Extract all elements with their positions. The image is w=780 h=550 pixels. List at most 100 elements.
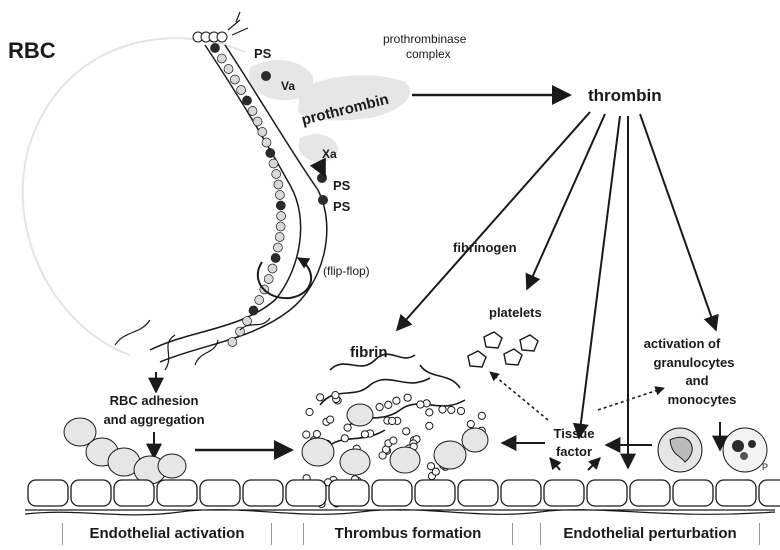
platelet-bead [385,401,392,408]
va-label: Va [281,79,295,93]
endothelial-cell [673,480,713,506]
platelet-bead [457,407,464,414]
platelet-bead [389,417,396,424]
platelet-bead [313,431,320,438]
endothelial-cell [587,480,627,506]
membrane-bead [264,275,273,284]
membrane-bead [272,170,281,179]
prothrombinase-label-line1: prothrombinase [383,32,467,46]
membrane-bead [253,117,262,126]
membrane-bead [243,317,252,326]
platelets-group [468,332,538,367]
rbc-adhesion-line2: and aggregation [103,412,204,427]
membrane-bead [273,243,282,252]
membrane-bead [268,264,277,273]
rbc-label: RBC [8,38,56,63]
membrane-bead [248,107,257,116]
platelet-bead [426,409,433,416]
endothelial-cell [157,480,197,506]
platelet-bead [341,435,348,442]
footer-thrombus-formation: Thrombus formation [303,523,513,545]
platelet-bead [327,416,334,423]
platelet-bead [332,392,339,399]
membrane-bead [274,180,283,189]
platelet-bead [404,394,411,401]
subendothelial-matrix [25,510,775,515]
membrane-bead [271,254,280,263]
membrane-bead [249,306,258,315]
endothelial-cell [243,480,283,506]
flip-flop-label: (flip-flop) [323,264,370,278]
endothelial-cell [759,480,780,506]
tissue-factor-line2: factor [556,444,592,459]
ps-label-mid1: PS [333,178,351,193]
membrane-bead [217,54,226,63]
p-label: P [762,462,768,472]
membrane-bead [262,138,271,147]
platelet-bead [403,428,410,435]
membrane-bead [277,212,286,221]
platelet-bead [344,424,351,431]
membrane-bead [236,327,245,336]
platelet-bead [432,468,439,475]
membrane-bead [275,191,284,200]
endothelial-cell [114,480,154,506]
prothrombinase-label-line2: complex [406,47,451,61]
xa-label: Xa [322,147,337,161]
endothelial-cell [329,480,369,506]
endothelium-layer [28,480,780,506]
platelet-bead [448,406,455,413]
endothelial-cell [630,480,670,506]
activation-label-line2: granulocytes [654,355,735,370]
endothelial-cell [286,480,326,506]
membrane-bead [211,44,220,53]
platelet-bead [439,406,446,413]
membrane-bead [276,222,285,231]
footer-endothelial-activation: Endothelial activation [62,523,272,545]
endothelial-cell [716,480,756,506]
ps-label-top: PS [254,46,272,61]
membrane-bead [275,233,284,242]
activation-label-line3: and [685,373,708,388]
membrane-strands [115,318,270,370]
endothelial-cell [28,480,68,506]
fibrinogen-label: fibrinogen [453,240,517,255]
membrane-bead [228,338,237,347]
membrane-bead [258,128,267,137]
ps-label-mid2: PS [333,199,351,214]
prothrombinase-complex [249,60,410,205]
fibrin-label: fibrin [350,344,388,361]
tissue-factor-dotted-arrows [490,372,664,420]
granulocyte-cell [658,428,702,472]
thrombin-label: thrombin [588,86,662,105]
platelet-bead [478,412,485,419]
endothelial-cell [458,480,498,506]
membrane-bead [255,296,264,305]
platelet-bead [317,394,324,401]
activation-label-line4: monocytes [668,392,737,407]
endothelial-cell [372,480,412,506]
endothelial-cell [415,480,455,506]
monocyte-cell [723,428,767,472]
membrane-bead [266,149,275,158]
platelet-bead [467,421,474,428]
ps-dot-mid [318,195,328,205]
top-bead-chain [193,12,248,42]
rbc-outline [23,38,245,355]
thrombin-arrows [397,112,716,468]
platelet-bead [417,401,424,408]
membrane-bead [269,159,278,168]
footer-endothelial-perturbation: Endothelial perturbation [540,523,760,545]
activation-label-line1: activation of [644,336,721,351]
platelet-bead [303,431,310,438]
tissue-factor-line1: Tissue [554,426,595,441]
membrane-bead [230,75,239,84]
platelet-bead [390,437,397,444]
platelet-bead [426,422,433,429]
endothelial-cell [200,480,240,506]
platelet-bead [361,431,368,438]
membrane-bead [224,65,233,74]
membrane-bead [276,201,285,210]
platelet-bead [306,408,313,415]
